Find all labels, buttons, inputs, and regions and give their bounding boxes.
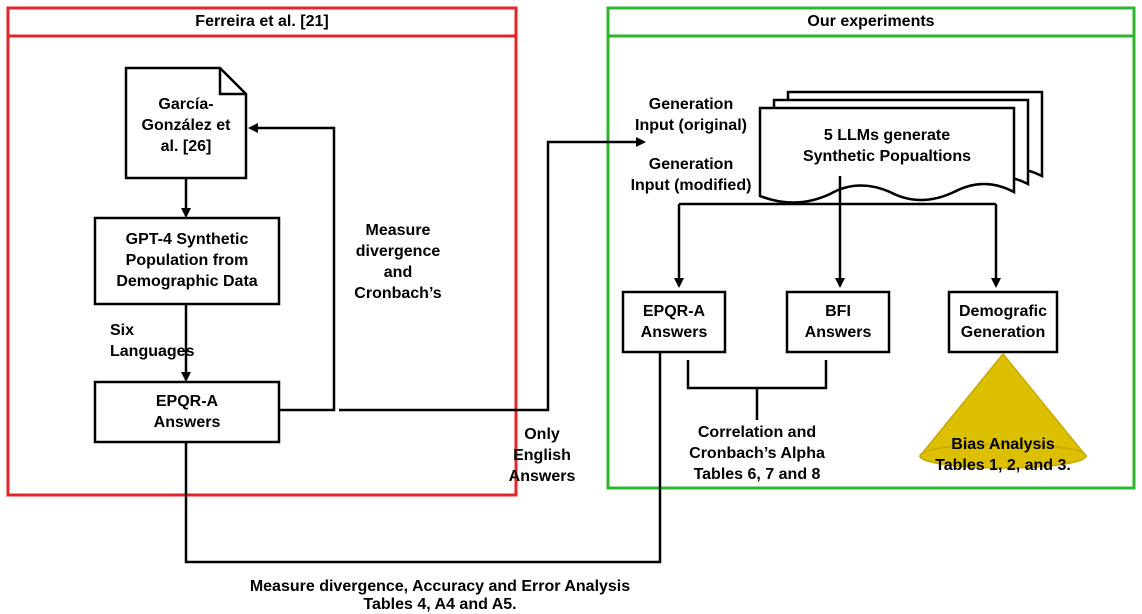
generation-modified-label: Generation Input (modified) — [630, 156, 752, 194]
six-languages-label: Six Languages — [110, 322, 195, 360]
measure-divergence-label: Measure divergence and Cronbach’s — [354, 222, 442, 302]
correlation-bracket — [686, 360, 828, 390]
left-panel-frame — [6, 6, 518, 497]
demografic-box-shape — [947, 290, 1059, 354]
garcia-document-shape — [124, 66, 248, 180]
bias-cone-label: Bias Analysis Tables 1, 2, and 3. — [935, 436, 1071, 474]
epqr-left-label: EPQR-A Answers — [153, 393, 221, 431]
bfi-label: BFI Answers — [804, 303, 872, 341]
llm-docs-label: 5 LLMs generate Synthetic Popualtions — [802, 127, 971, 165]
demografic-label: Demografic Generation — [958, 303, 1048, 341]
correlation-label: Correlation and Cronbach’s Alpha Tables … — [689, 424, 825, 483]
bfi-box-shape — [785, 290, 891, 354]
epqr-right-box-shape — [621, 290, 727, 354]
generation-original-label: Generation Input (original) — [635, 96, 747, 134]
arrow-epqr-to-garcia — [248, 123, 336, 412]
bottom-connector — [184, 352, 662, 564]
only-english-label: Only English Answers — [508, 426, 576, 485]
bottom-caption: Measure divergence, Accuracy and Error A… — [249, 578, 631, 613]
left-panel-title: Ferreira et al. [21] — [195, 13, 329, 30]
arrow-only-english — [339, 137, 646, 412]
bias-cone-base — [919, 443, 1087, 469]
right-panel-title: Our experiments — [807, 13, 935, 30]
epqr-right-label: EPQR-A Answers — [640, 303, 708, 341]
llm-doc-front — [758, 106, 1016, 204]
garcia-document-fold — [218, 68, 246, 96]
garcia-document-label: García- González et al. [26] — [141, 96, 231, 155]
right-panel-frame — [606, 6, 1136, 490]
gpt4-box-label: GPT-4 Synthetic Population from Demograp… — [116, 231, 258, 290]
epqr-left-box-shape — [93, 380, 281, 444]
